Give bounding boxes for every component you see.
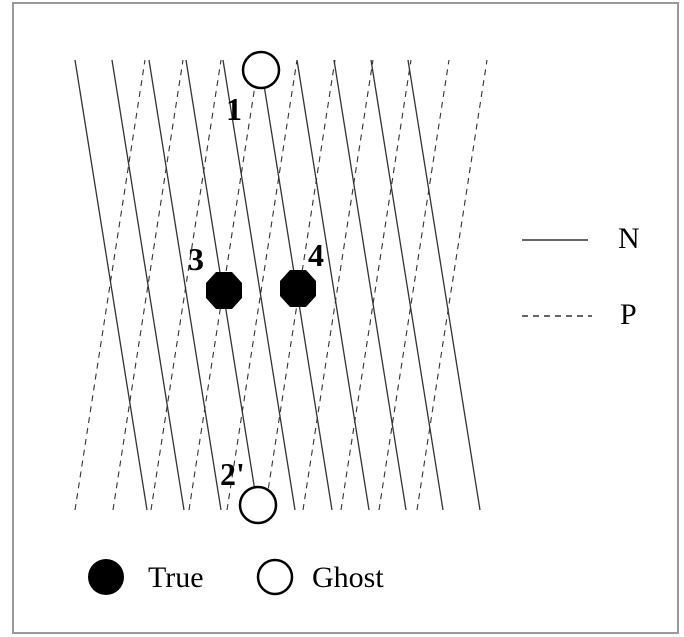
n-strip-line: [296, 59, 370, 511]
ghost-legend-label: Ghost: [312, 561, 384, 594]
n-strip-line: [333, 59, 407, 511]
hit-label-4: 4: [308, 237, 324, 273]
true-legend-label: True: [148, 561, 204, 594]
n-strip-line: [74, 59, 148, 511]
p-strip-line: [226, 59, 298, 511]
p-strip-line: [302, 59, 374, 511]
p-legend-label: P: [620, 298, 637, 331]
n-strip-line: [407, 59, 481, 511]
p-strip-line: [150, 59, 222, 511]
hit-label-2: 2': [220, 456, 245, 492]
p-strip-line: [112, 59, 184, 511]
p-strip-line: [340, 59, 412, 511]
n-strip-line: [370, 59, 444, 511]
p-strip-lines: [74, 59, 488, 511]
true-hit-3: [206, 272, 242, 309]
true-legend-icon: [88, 559, 124, 595]
ghost-hit-2: [238, 485, 278, 525]
n-strip-line: [111, 59, 185, 511]
n-strip-line: [222, 59, 296, 511]
n-legend-label: N: [618, 222, 640, 255]
ghost-hit-1: [241, 50, 281, 90]
p-strip-line: [264, 59, 336, 511]
p-strip-line: [188, 59, 260, 511]
p-strip-line: [416, 59, 488, 511]
diagram-frame: [12, 2, 679, 634]
p-strip-line: [74, 59, 146, 511]
n-strip-line: [148, 59, 222, 511]
hit-label-1: 1: [226, 91, 242, 127]
true-hit-4: [280, 270, 316, 307]
ghost-legend-icon: [256, 558, 294, 596]
hit-label-3: 3: [188, 241, 204, 277]
p-strip-line: [378, 59, 450, 511]
